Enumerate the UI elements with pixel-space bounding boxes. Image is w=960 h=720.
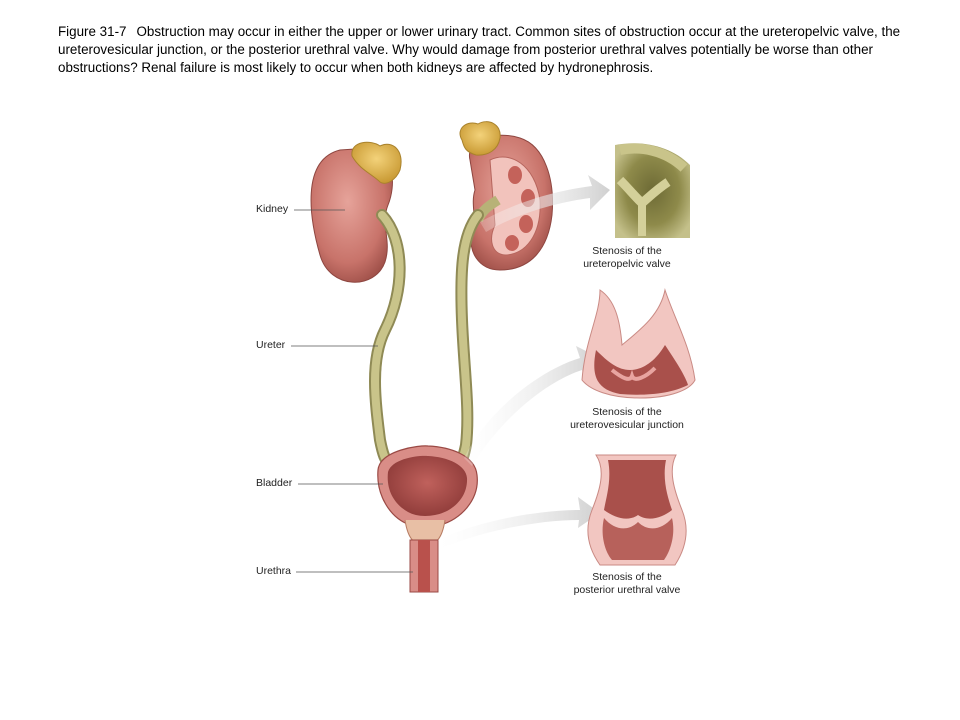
left-adrenal-gland — [351, 141, 402, 184]
right-kidney-section — [459, 121, 554, 271]
urethra — [409, 539, 439, 593]
inset-caption-ureterovesicular: Stenosis of the ureterovesicular junctio… — [570, 406, 684, 431]
label-ureter: Ureter — [256, 339, 286, 351]
label-bladder: Bladder — [256, 477, 293, 489]
label-kidney: Kidney — [256, 203, 289, 215]
inset-ureterovesicular-junction — [581, 288, 696, 399]
label-urethra: Urethra — [256, 565, 292, 577]
inset-caption-urethral: Stenosis of the posterior urethral valve — [573, 571, 681, 596]
left-kidney — [310, 141, 402, 283]
caption-text: Obstruction may occur in either the uppe… — [58, 24, 901, 75]
bladder — [377, 445, 478, 546]
right-adrenal-gland — [459, 121, 501, 156]
arrow-to-ureterovesicular-inset — [464, 346, 600, 466]
figure-number: Figure 31-7 — [58, 24, 127, 39]
arrow-to-ureteropelvic-inset — [480, 175, 610, 232]
inset-ureteropelvic-valve — [615, 143, 690, 238]
inset-caption-ureteropelvic: Stenosis of the ureteropelvic valve — [583, 245, 671, 270]
inset-posterior-urethral-valve — [587, 454, 687, 566]
arrow-to-urethral-inset — [438, 497, 600, 548]
